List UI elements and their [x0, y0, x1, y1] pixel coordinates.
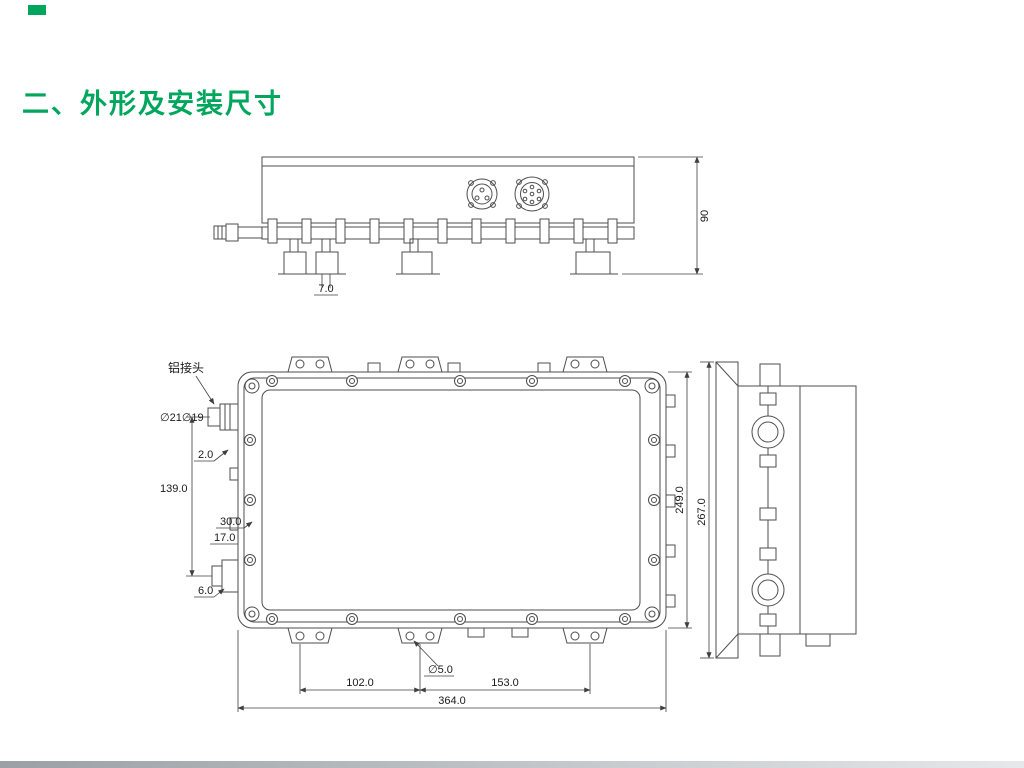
dim-139: 139.0	[160, 416, 212, 577]
connector-callout: 铝接头	[168, 360, 215, 405]
dim-2: 2.0	[194, 449, 229, 462]
dim-267-label: 267.0	[696, 498, 708, 526]
dim-90-label: 90	[699, 210, 711, 222]
side-connector-holes	[751, 415, 785, 607]
dim-phi21-19-label: ∅21∅19	[160, 412, 204, 424]
left-edge-clamps	[229, 467, 239, 531]
dim-364: 364.0	[237, 630, 667, 712]
corner-bolts	[244, 378, 660, 622]
dim-102-153: 102.0 153.0	[299, 644, 591, 694]
top-mounting-tabs	[287, 356, 608, 373]
coax-connector-upper	[207, 403, 239, 431]
bottom-mounting-tabs	[287, 627, 608, 644]
side-view: 267.0	[696, 361, 857, 659]
dim-249: 249.0	[668, 371, 692, 629]
dim-267: 267.0	[696, 361, 714, 659]
coax-connector-lower	[211, 559, 239, 593]
dim-17-label: 17.0	[214, 532, 235, 544]
mounting-feet	[278, 238, 618, 275]
dim-102-label: 102.0	[346, 677, 374, 689]
rail-clamps	[267, 218, 618, 244]
dim-phi21-19: ∅21∅19	[160, 412, 204, 424]
edge-bolts	[244, 375, 660, 625]
coax-connector-top	[213, 223, 263, 242]
dim-7: 7.0	[314, 274, 338, 296]
dim-249-label: 249.0	[674, 486, 686, 514]
dim-7-label: 7.0	[318, 283, 333, 295]
page-title: 二、外形及安装尺寸	[22, 89, 283, 119]
dim-6: 6.0	[194, 585, 225, 598]
dim-30: 30.0	[216, 516, 253, 529]
dim-phi5: ∅5.0	[413, 640, 454, 677]
side-clamps	[759, 392, 777, 627]
dim-2-label: 2.0	[198, 449, 213, 461]
dim-6-label: 6.0	[198, 585, 213, 597]
circular-connector-small-icon	[466, 178, 498, 210]
top-view: 90 7.0	[213, 156, 711, 296]
corner-mark	[28, 5, 46, 15]
bottom-bar	[0, 761, 1024, 768]
dim-139-label: 139.0	[160, 483, 188, 495]
dim-90: 90	[622, 156, 711, 275]
right-edge-clamps	[665, 394, 676, 608]
dim-30-label: 30.0	[220, 516, 241, 528]
front-view: 铝接头 ∅21∅19 2.0 139.0 30.0	[160, 356, 692, 712]
connector-label: 铝接头	[168, 360, 204, 375]
circular-connector-large-icon	[514, 176, 550, 212]
dim-phi5-label: ∅5.0	[428, 664, 453, 676]
dim-17: 17.0	[210, 532, 238, 545]
dim-153-label: 153.0	[491, 677, 519, 689]
dim-364-label: 364.0	[438, 695, 466, 707]
